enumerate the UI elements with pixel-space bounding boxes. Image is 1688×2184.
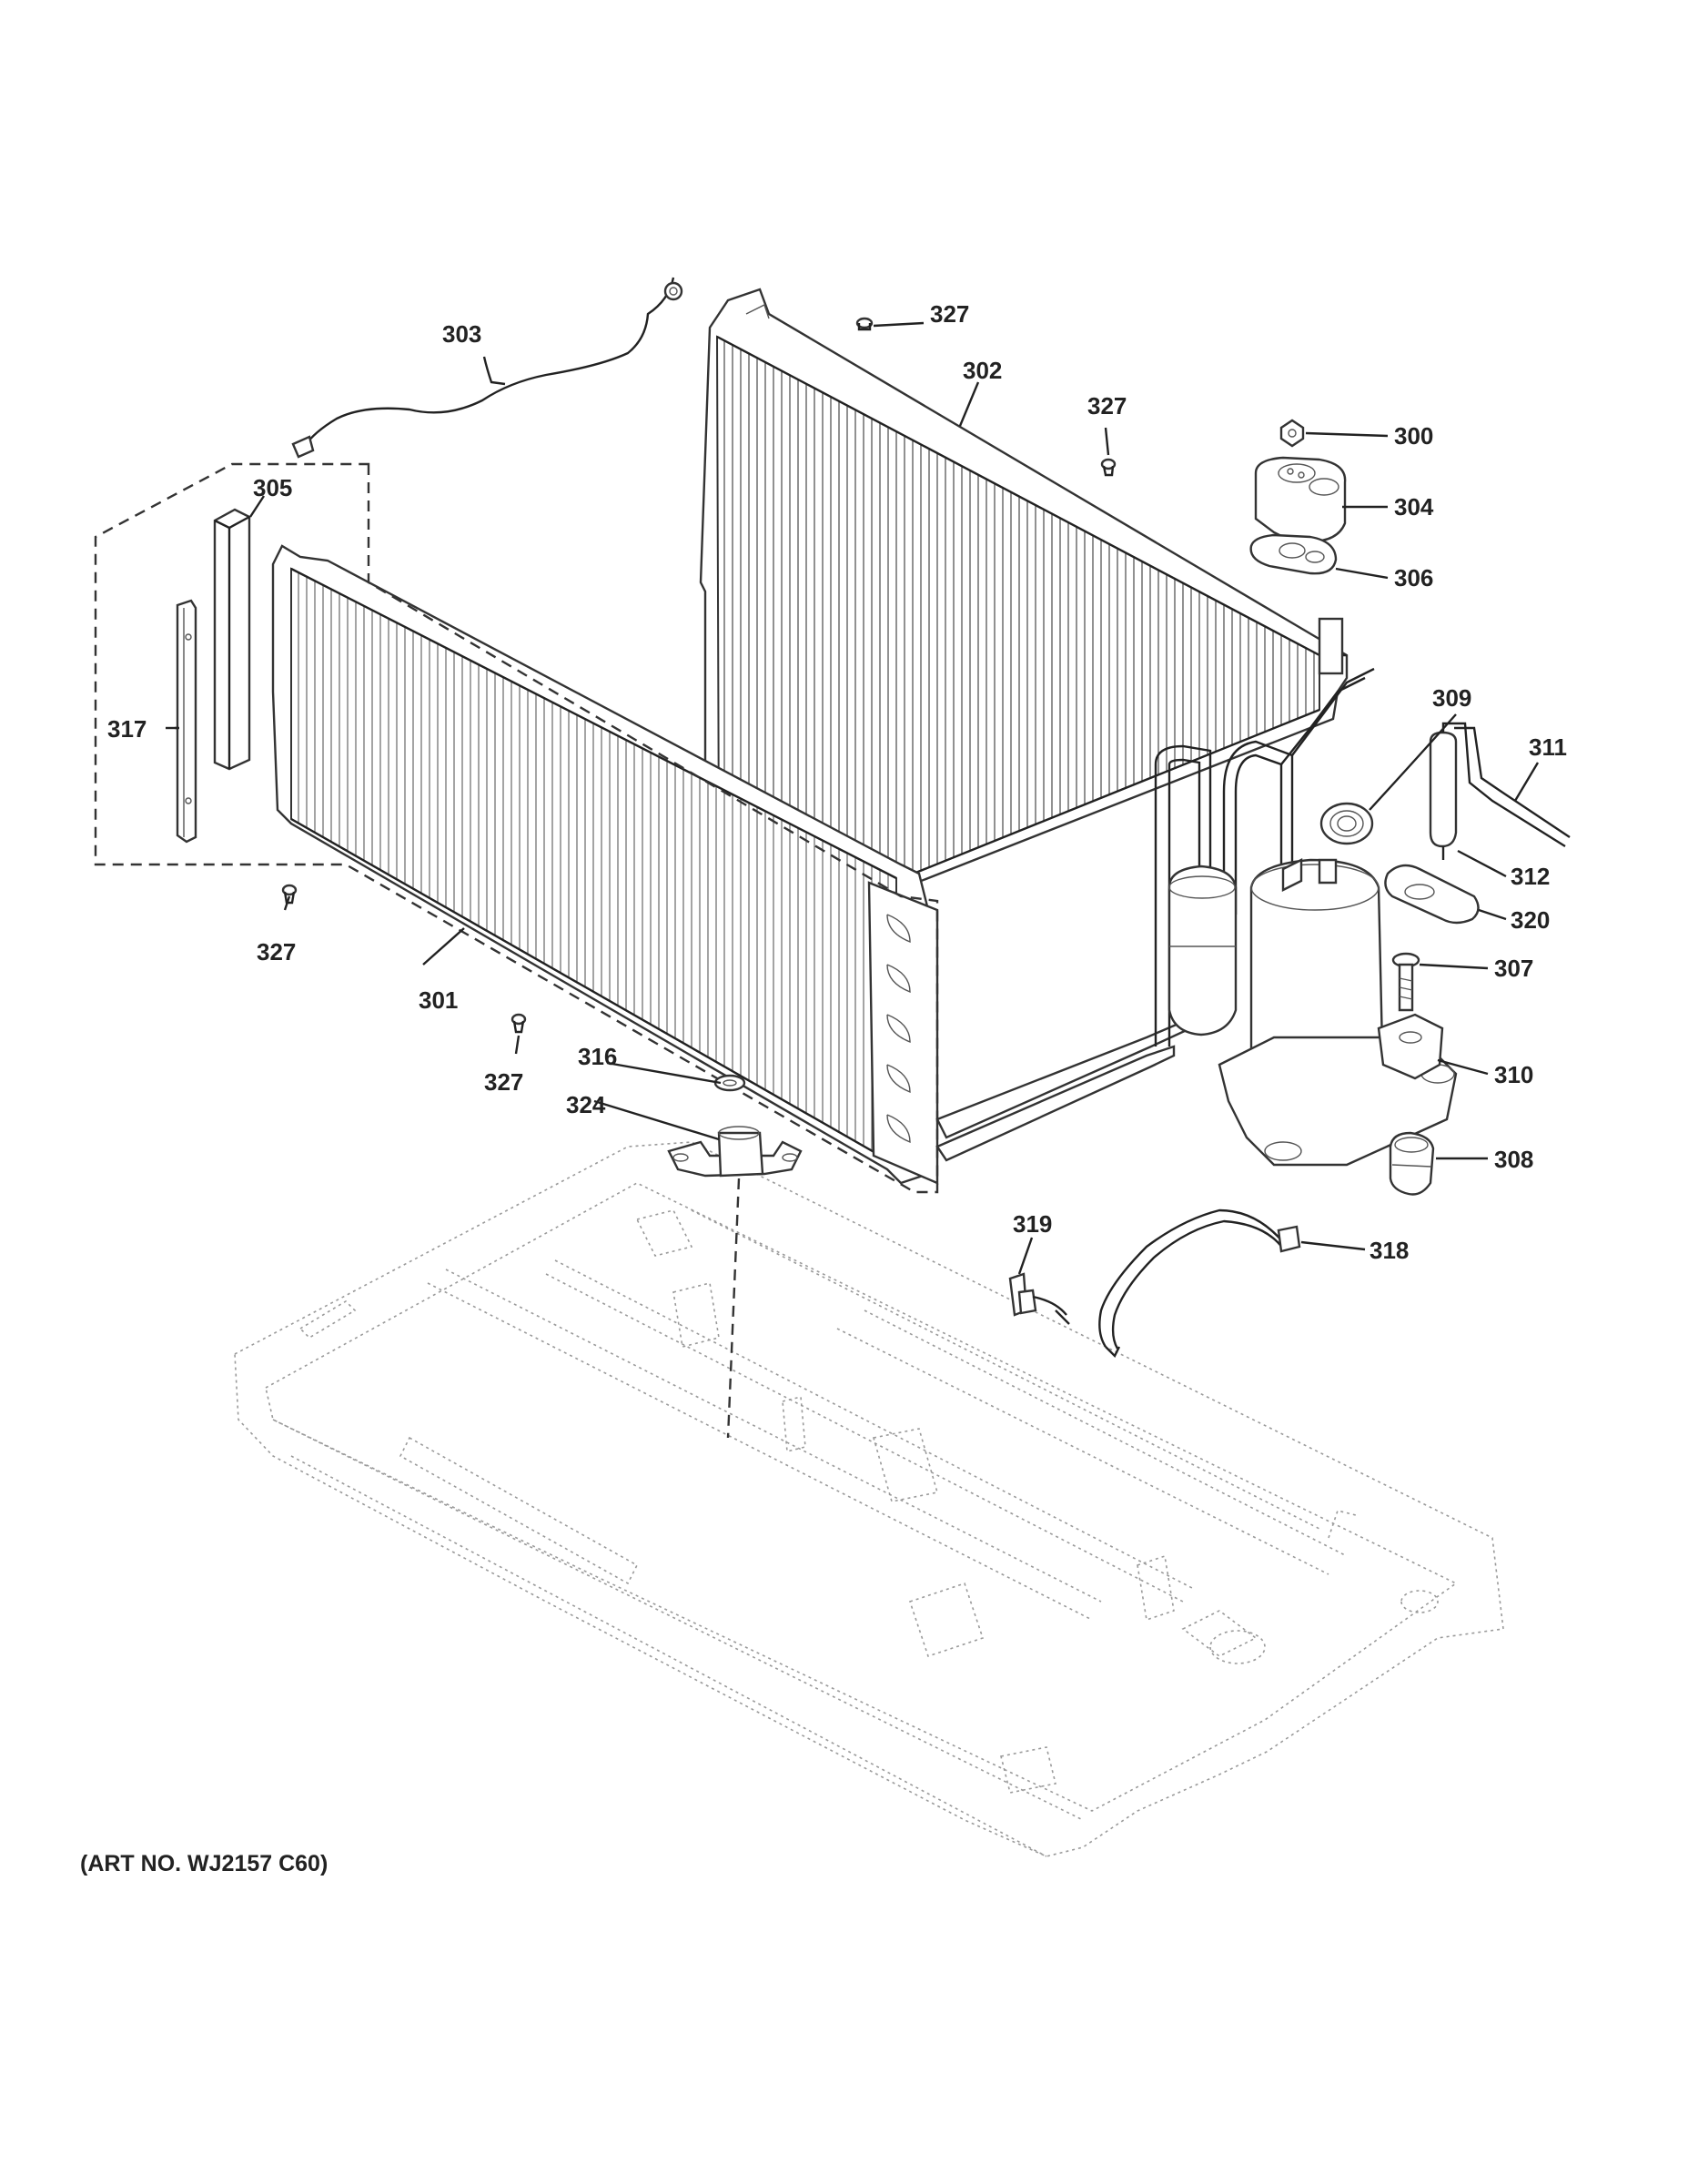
label-318: 318 (1370, 1237, 1409, 1264)
accumulator (1167, 864, 1238, 1036)
clip-319 (1008, 1272, 1067, 1317)
label-301: 301 (419, 986, 458, 1014)
label-300: 300 (1394, 422, 1433, 450)
base-pan (234, 1141, 1504, 1857)
thermostat-324 (667, 1126, 803, 1439)
screw-327-left (281, 884, 298, 905)
label-327-bottom: 327 (484, 1068, 523, 1096)
art-number: (ART NO. WJ2157 C60) (80, 1851, 329, 1876)
label-307: 307 (1494, 955, 1533, 982)
label-308: 308 (1494, 1146, 1533, 1173)
gasket-306 (1249, 533, 1338, 575)
label-303: 303 (442, 320, 481, 348)
label-309: 309 (1432, 684, 1471, 712)
grommet-308 (1389, 1131, 1435, 1196)
label-324: 324 (566, 1091, 606, 1118)
label-327-right: 327 (1087, 392, 1127, 420)
label-306: 306 (1394, 564, 1433, 592)
label-312: 312 (1511, 863, 1550, 890)
label-327-left: 327 (257, 938, 296, 966)
terminal-cover-304 (1254, 456, 1347, 543)
label-316: 316 (578, 1043, 617, 1070)
screw-327-right (1100, 458, 1117, 477)
mounting-bracket-310 (1377, 1013, 1444, 1080)
filter-drier-312 (1429, 722, 1571, 860)
label-304: 304 (1394, 493, 1434, 521)
label-317: 317 (107, 715, 147, 743)
screw-327-bottom (510, 1013, 527, 1034)
label-320: 320 (1511, 906, 1550, 934)
evaporator-coil-301 (271, 544, 939, 1185)
bracket-317 (176, 599, 197, 844)
label-305: 305 (253, 474, 292, 501)
ground-wire-303 (291, 277, 683, 459)
condenser-coil-302 (699, 288, 1349, 930)
washer-316 (713, 1074, 746, 1092)
reversing-valve-coil-309 (1319, 802, 1374, 845)
grommet-320 (1384, 864, 1480, 925)
sensor-harness-318 (1055, 1208, 1301, 1359)
label-327-top: 327 (930, 300, 969, 328)
screw-327-top (855, 317, 874, 331)
nut-300 (1279, 419, 1305, 448)
leader-lines (166, 321, 1540, 1275)
evaporator-assembly-outline (94, 462, 939, 1194)
part-labels: 303 305 317 327 302 327 300 304 306 309 … (107, 300, 1567, 1264)
insulation-strip-305 (213, 508, 251, 771)
label-311: 311 (1529, 733, 1567, 761)
label-310: 310 (1494, 1061, 1533, 1088)
bolt-307 (1391, 952, 1420, 1012)
label-302: 302 (963, 357, 1002, 384)
label-319: 319 (1013, 1210, 1052, 1238)
